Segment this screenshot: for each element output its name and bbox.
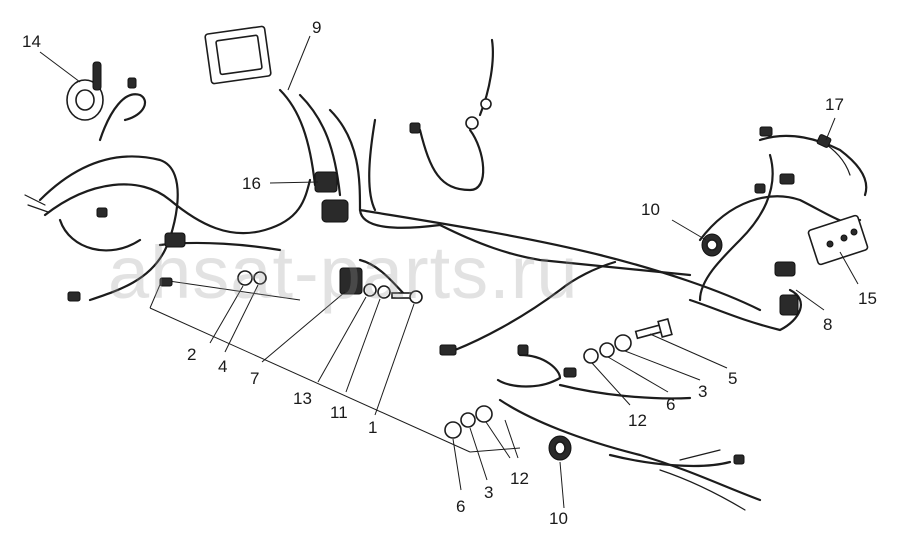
callout-17: 17 — [825, 95, 844, 114]
callout-12-bottom: 12 — [510, 469, 529, 488]
callout-3-top: 3 — [698, 382, 707, 401]
part-12-washer-top — [583, 348, 599, 364]
part-9-ecu-connector — [204, 25, 272, 85]
part-2-nut — [237, 270, 253, 286]
callout-15: 15 — [858, 289, 877, 308]
part-6-nut-top — [599, 342, 615, 358]
callout-8: 8 — [823, 315, 832, 334]
part-14-horn — [66, 61, 104, 121]
callout-4: 4 — [218, 357, 227, 376]
part-12-washer-bottom — [475, 405, 493, 423]
part-11-washer — [377, 285, 391, 299]
part-10-grommet-bottom — [548, 435, 572, 461]
part-17-sensor — [816, 134, 832, 148]
part-16-relay-connector — [314, 171, 349, 223]
callout-14: 14 — [22, 32, 41, 51]
callout-6-bottom: 6 — [456, 497, 465, 516]
part-10-grommet-top — [701, 233, 723, 257]
callout-1: 1 — [368, 418, 377, 437]
callout-12-top: 12 — [628, 411, 647, 430]
leader-lines — [39, 35, 859, 509]
part-13-nut — [363, 283, 377, 297]
callout-16: 16 — [242, 174, 261, 193]
part-5-bolt — [634, 317, 673, 340]
part-3-washer-bottom — [460, 412, 476, 428]
callout-7: 7 — [250, 369, 259, 388]
callout-2: 2 — [187, 345, 196, 364]
part-7-switch — [339, 267, 363, 295]
connector-ends — [67, 77, 795, 465]
callout-labels: 14 9 16 2 4 7 13 11 1 10 17 15 8 5 3 6 1… — [22, 18, 877, 528]
callout-10-top: 10 — [641, 200, 660, 219]
part-15-terminal-block — [807, 214, 869, 266]
main-harness — [24, 38, 868, 511]
callout-5: 5 — [728, 369, 737, 388]
callout-3-bottom: 3 — [484, 483, 493, 502]
part-4-washer — [253, 271, 267, 285]
callout-10-bottom: 10 — [549, 509, 568, 528]
part-6-nut-bottom — [444, 421, 462, 439]
part-1-bolt — [391, 290, 423, 304]
callout-13: 13 — [293, 389, 312, 408]
watermark-text: ahsat-parts.ru — [108, 231, 579, 314]
callout-6-top: 6 — [666, 395, 675, 414]
callout-9: 9 — [312, 18, 321, 37]
part-8-sensor — [774, 261, 799, 316]
part-3-washer-top — [614, 334, 632, 352]
callout-11: 11 — [330, 403, 348, 422]
